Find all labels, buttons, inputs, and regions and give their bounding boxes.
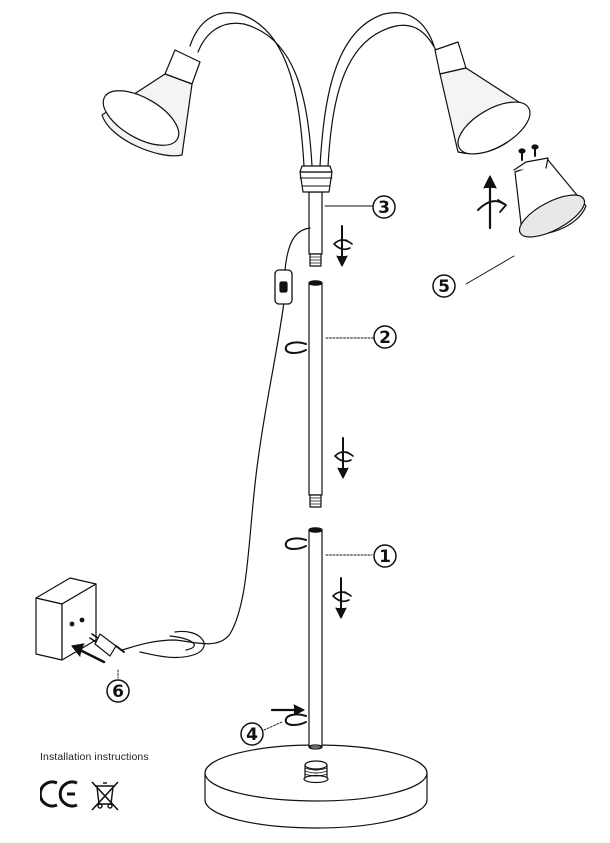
callout-1: 1 (373, 544, 397, 568)
plug-insert-arrow-icon (71, 643, 106, 664)
svg-text:6: 6 (112, 682, 124, 702)
callout-2: 2 (373, 325, 397, 349)
svg-text:1: 1 (379, 547, 391, 567)
bulb-rotate-arrow-icon (477, 175, 507, 230)
cable-clip (284, 537, 307, 550)
right-lamp-shade (434, 41, 531, 155)
crossed-out-wheelie-bin-icon (91, 781, 119, 811)
gu10-bulb (513, 144, 587, 238)
callout-6: 6 (106, 679, 130, 703)
twist-arrow-icon (332, 577, 352, 619)
gooseneck-arms (189, 12, 439, 167)
ce-mark (38, 780, 78, 808)
cable-clip (284, 341, 307, 354)
svg-text:2: 2 (379, 328, 391, 348)
tube-3 (299, 165, 333, 267)
svg-text:5: 5 (438, 277, 450, 297)
inline-switch (274, 269, 293, 305)
svg-text:4: 4 (246, 725, 258, 745)
callout-leaders (117, 205, 515, 731)
cable-clip (270, 704, 307, 726)
twist-arrow-icon (333, 225, 353, 267)
tube-1 (308, 527, 323, 750)
left-lamp-shade (101, 49, 201, 157)
svg-text:3: 3 (378, 198, 390, 218)
callout-5: 5 (432, 274, 456, 298)
callout-3: 3 (372, 195, 396, 219)
twist-arrow-icon (334, 437, 354, 479)
wall-socket (35, 577, 97, 661)
tube-2 (308, 280, 323, 508)
installation-caption: Installation instructions (40, 751, 149, 763)
power-cable (121, 227, 311, 659)
callout-4: 4 (240, 722, 264, 746)
compliance-marks (38, 774, 130, 814)
lamp-base (204, 744, 428, 829)
power-plug (89, 633, 125, 657)
